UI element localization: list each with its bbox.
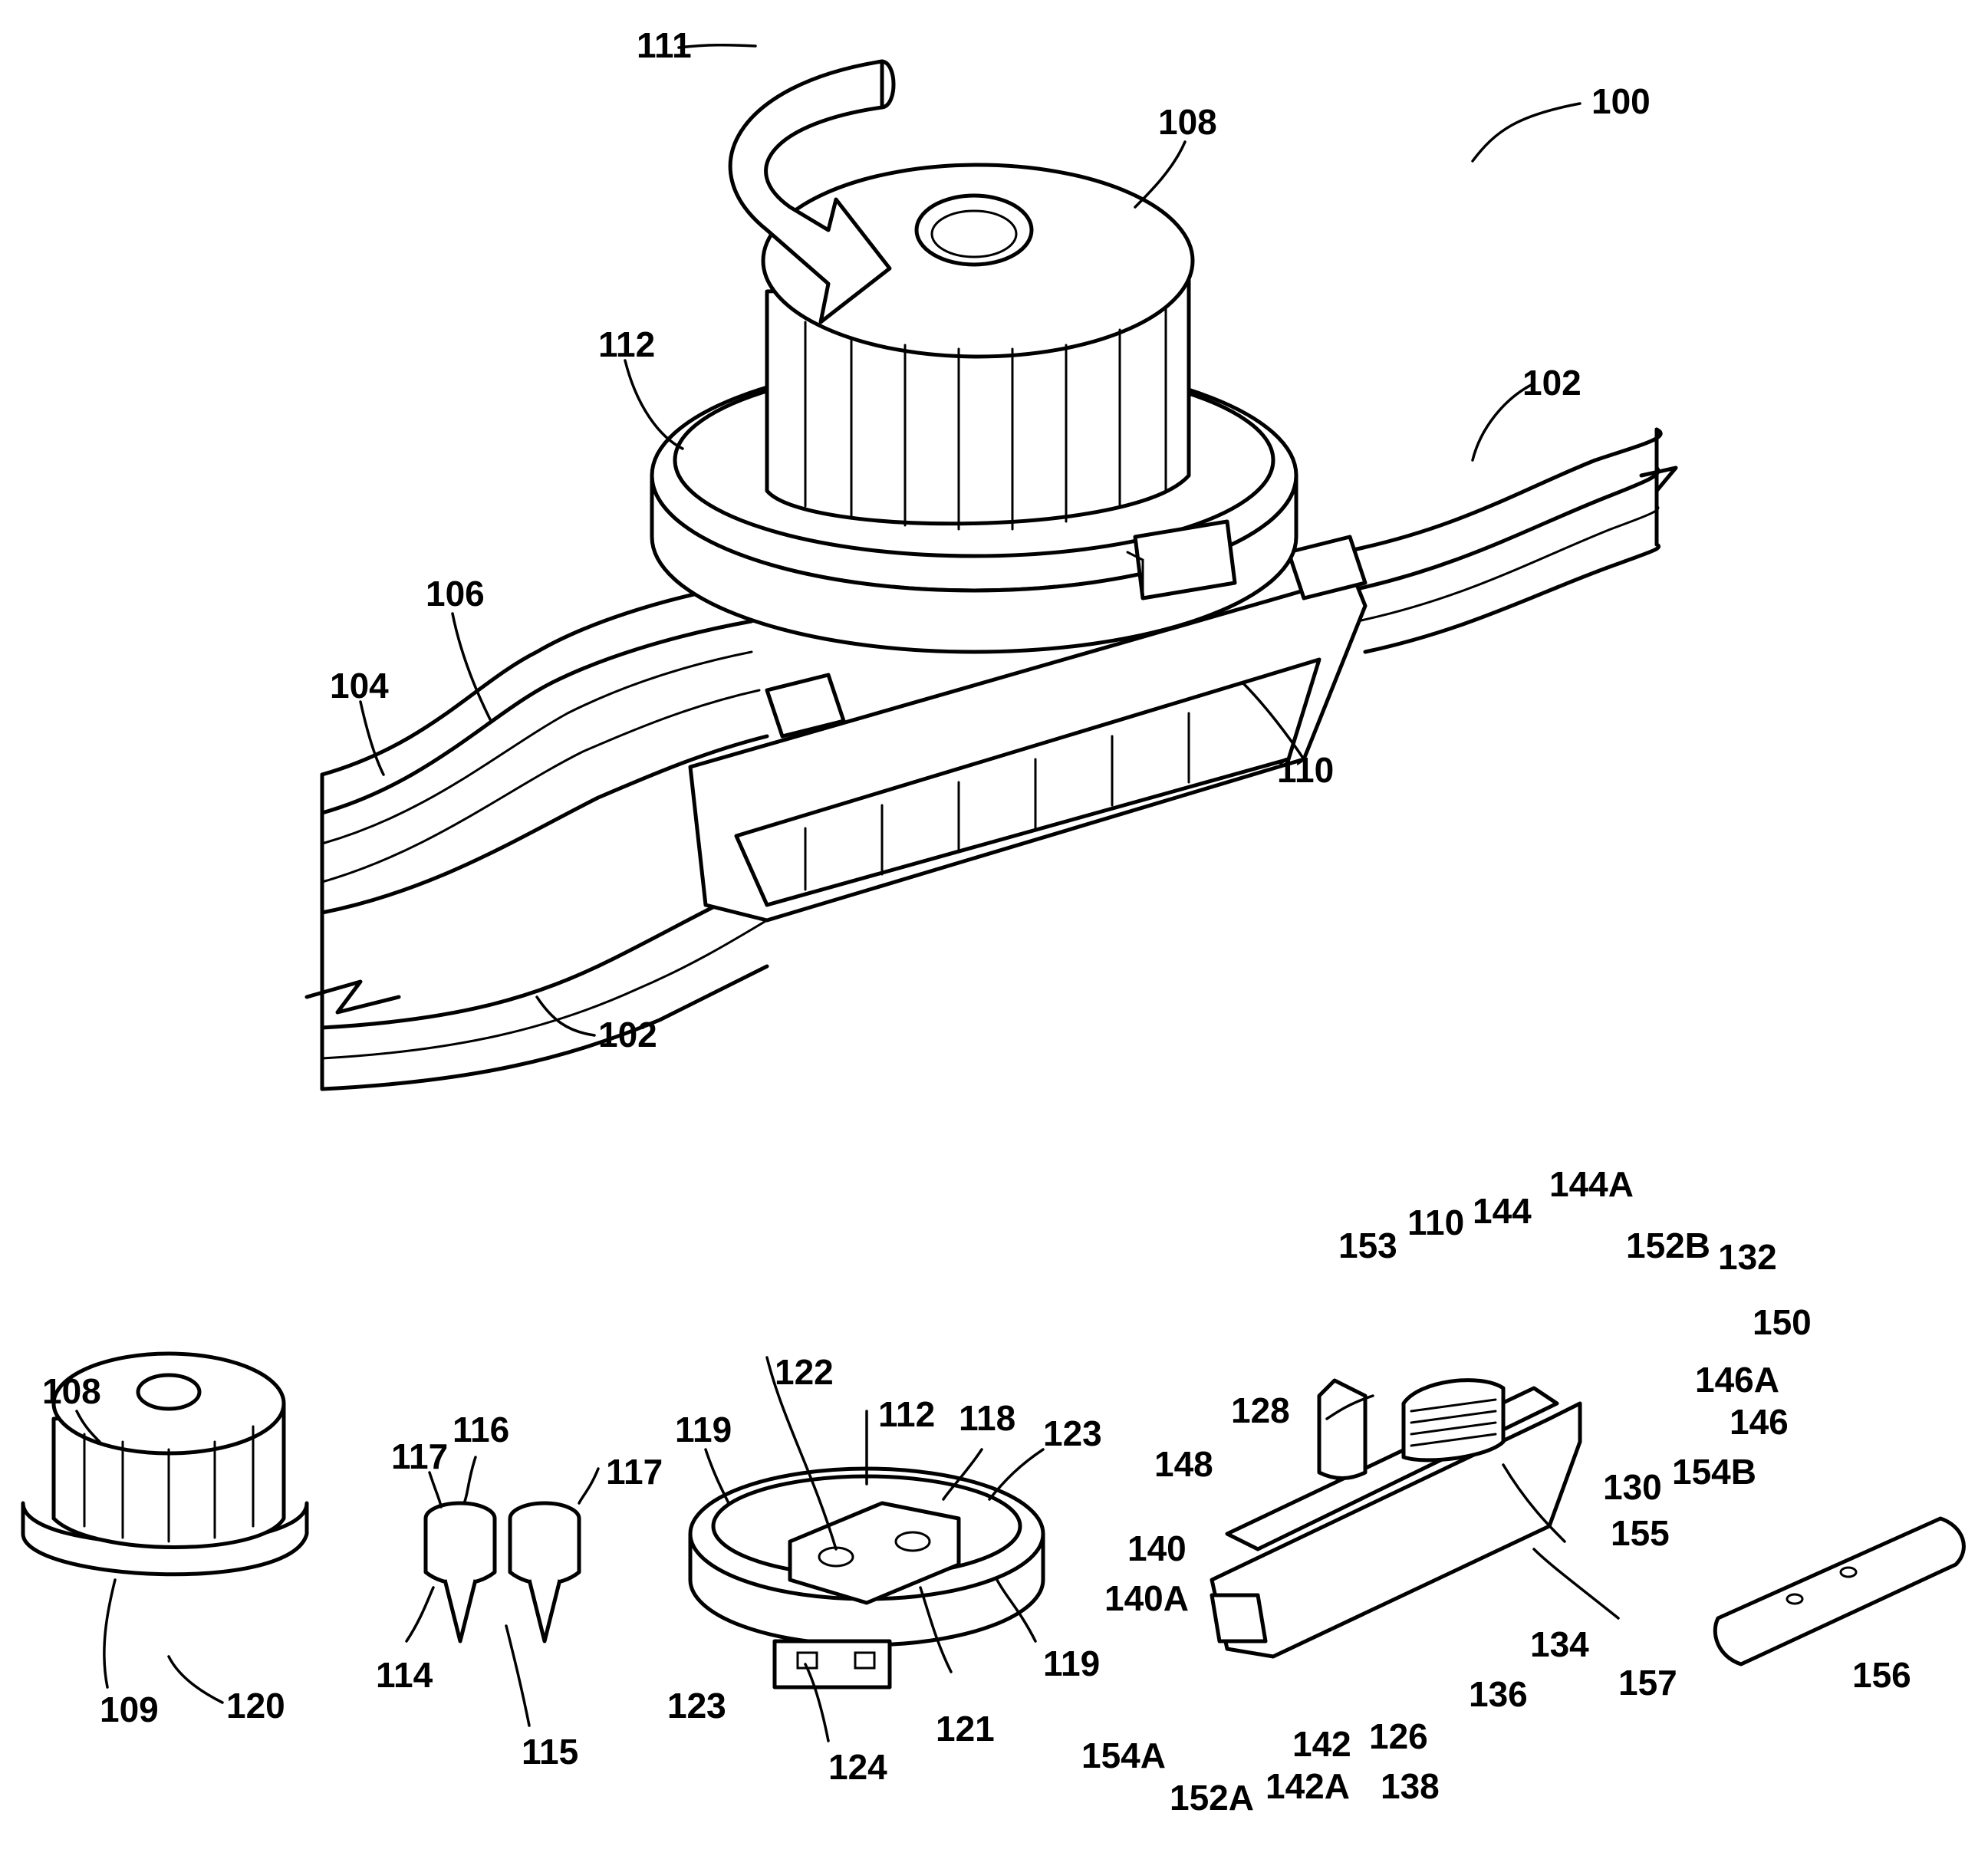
label-134: 134	[1530, 1624, 1589, 1664]
label-114: 114	[376, 1655, 433, 1695]
label-106: 106	[426, 574, 485, 614]
label-152B: 152B	[1626, 1226, 1710, 1265]
label-112: 112	[598, 324, 655, 364]
pins-exploded	[426, 1503, 579, 1641]
label-140A: 140A	[1104, 1578, 1189, 1618]
label-108: 108	[1158, 102, 1217, 142]
label-121: 121	[936, 1709, 995, 1749]
cable-right	[1342, 429, 1676, 652]
label-124: 124	[828, 1747, 887, 1787]
label-146A: 146A	[1695, 1360, 1779, 1400]
label-153: 153	[1338, 1226, 1397, 1265]
label-120: 120	[226, 1686, 285, 1726]
label-110-exploded: 110	[1407, 1203, 1464, 1242]
label-146: 146	[1730, 1402, 1789, 1442]
label-119-left: 119	[675, 1410, 732, 1449]
label-140: 140	[1127, 1528, 1187, 1568]
label-144A: 144A	[1549, 1164, 1634, 1204]
label-138: 138	[1381, 1766, 1440, 1806]
label-115: 115	[522, 1732, 578, 1772]
label-150: 150	[1753, 1302, 1812, 1342]
label-108-exploded: 108	[42, 1371, 101, 1411]
label-155: 155	[1611, 1513, 1670, 1553]
label-128: 128	[1231, 1390, 1290, 1430]
label-117-left: 117	[391, 1436, 448, 1476]
base-exploded-112	[690, 1469, 1043, 1687]
label-144: 144	[1473, 1191, 1532, 1231]
label-110: 110	[1277, 750, 1334, 790]
label-154A: 154A	[1081, 1736, 1166, 1775]
label-154B: 154B	[1672, 1452, 1756, 1492]
plate-156	[1715, 1518, 1963, 1664]
label-156: 156	[1852, 1655, 1911, 1695]
label-142A: 142A	[1266, 1766, 1350, 1806]
label-100: 100	[1591, 81, 1651, 121]
label-136: 136	[1469, 1674, 1528, 1714]
label-157: 157	[1618, 1663, 1677, 1703]
label-117-right: 117	[606, 1452, 663, 1492]
label-142: 142	[1292, 1724, 1351, 1764]
label-132: 132	[1718, 1237, 1777, 1277]
label-112-exploded: 112	[878, 1394, 935, 1434]
label-104: 104	[330, 666, 389, 706]
label-130: 130	[1603, 1467, 1662, 1507]
label-122: 122	[775, 1352, 834, 1392]
label-119-right: 119	[1043, 1643, 1100, 1683]
assembled-connector	[307, 61, 1676, 1089]
cap-108	[763, 165, 1193, 529]
label-123-center: 123	[667, 1686, 726, 1726]
label-123-right: 123	[1043, 1413, 1102, 1453]
label-116: 116	[453, 1410, 509, 1449]
label-111: 111	[637, 25, 692, 65]
label-126: 126	[1369, 1716, 1428, 1756]
label-102-left: 102	[598, 1015, 657, 1055]
label-102-right: 102	[1522, 363, 1582, 403]
label-148: 148	[1154, 1444, 1213, 1484]
label-109: 109	[100, 1690, 159, 1729]
label-118: 118	[959, 1398, 1015, 1438]
label-152A: 152A	[1170, 1778, 1254, 1818]
